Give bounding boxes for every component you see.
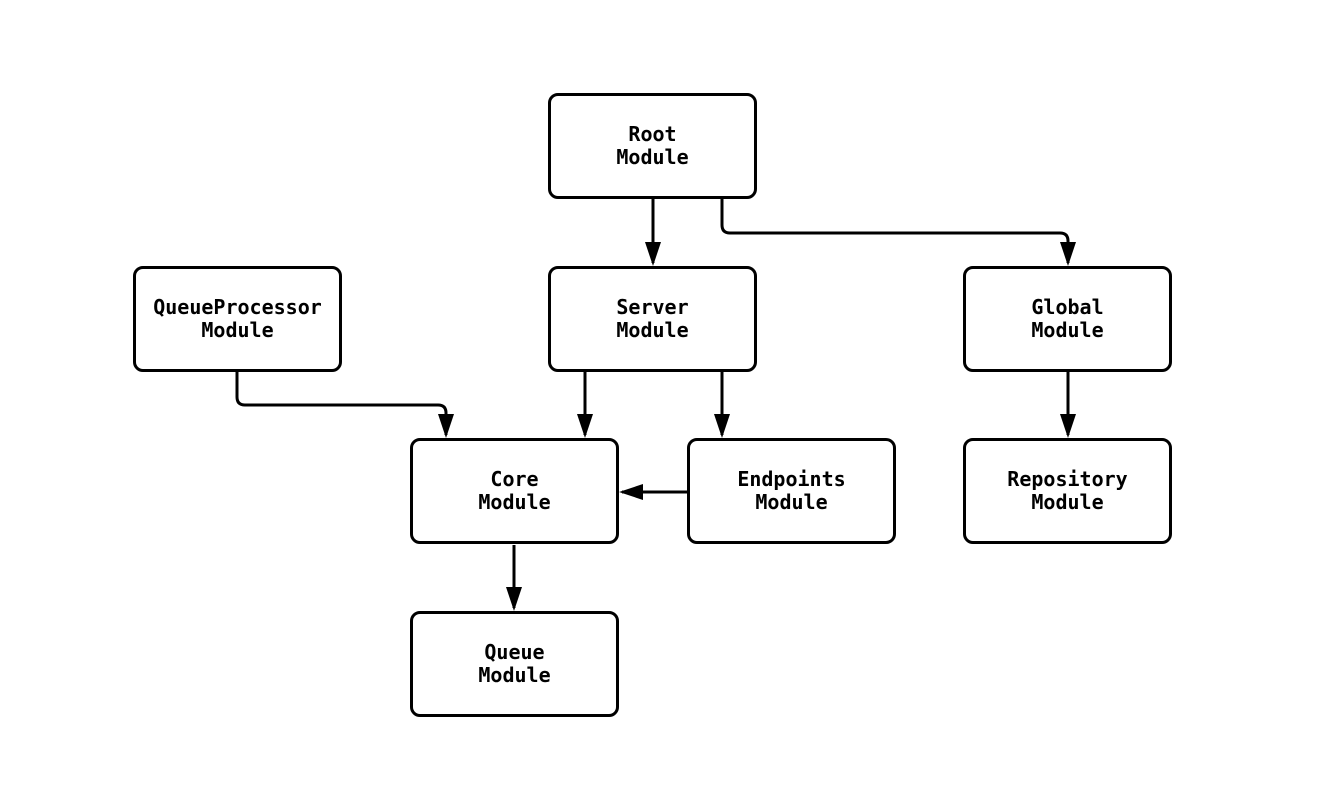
node-repository-module: Repository Module <box>963 438 1172 544</box>
node-server-module-label: Server Module <box>616 295 689 342</box>
node-core-module-label: Core Module <box>478 467 551 514</box>
node-endpoints-module: Endpoints Module <box>687 438 896 544</box>
node-root-module-label: Root Module <box>616 122 689 169</box>
edge-queueprocessor-to-core <box>235 372 454 438</box>
node-queueprocessor-module-label: QueueProcessor Module <box>153 295 322 342</box>
node-core-module: Core Module <box>410 438 619 544</box>
node-queue-module-label: Queue Module <box>478 640 551 687</box>
node-repository-module-label: Repository Module <box>1007 467 1128 514</box>
node-server-module: Server Module <box>548 266 757 372</box>
node-global-module-label: Global Module <box>1031 295 1104 342</box>
node-endpoints-module-label: Endpoints Module <box>737 467 846 514</box>
node-queueprocessor-module: QueueProcessor Module <box>133 266 342 372</box>
edge-root-to-global <box>720 198 1076 266</box>
node-queue-module: Queue Module <box>410 611 619 717</box>
node-global-module: Global Module <box>963 266 1172 372</box>
node-root-module: Root Module <box>548 93 757 199</box>
